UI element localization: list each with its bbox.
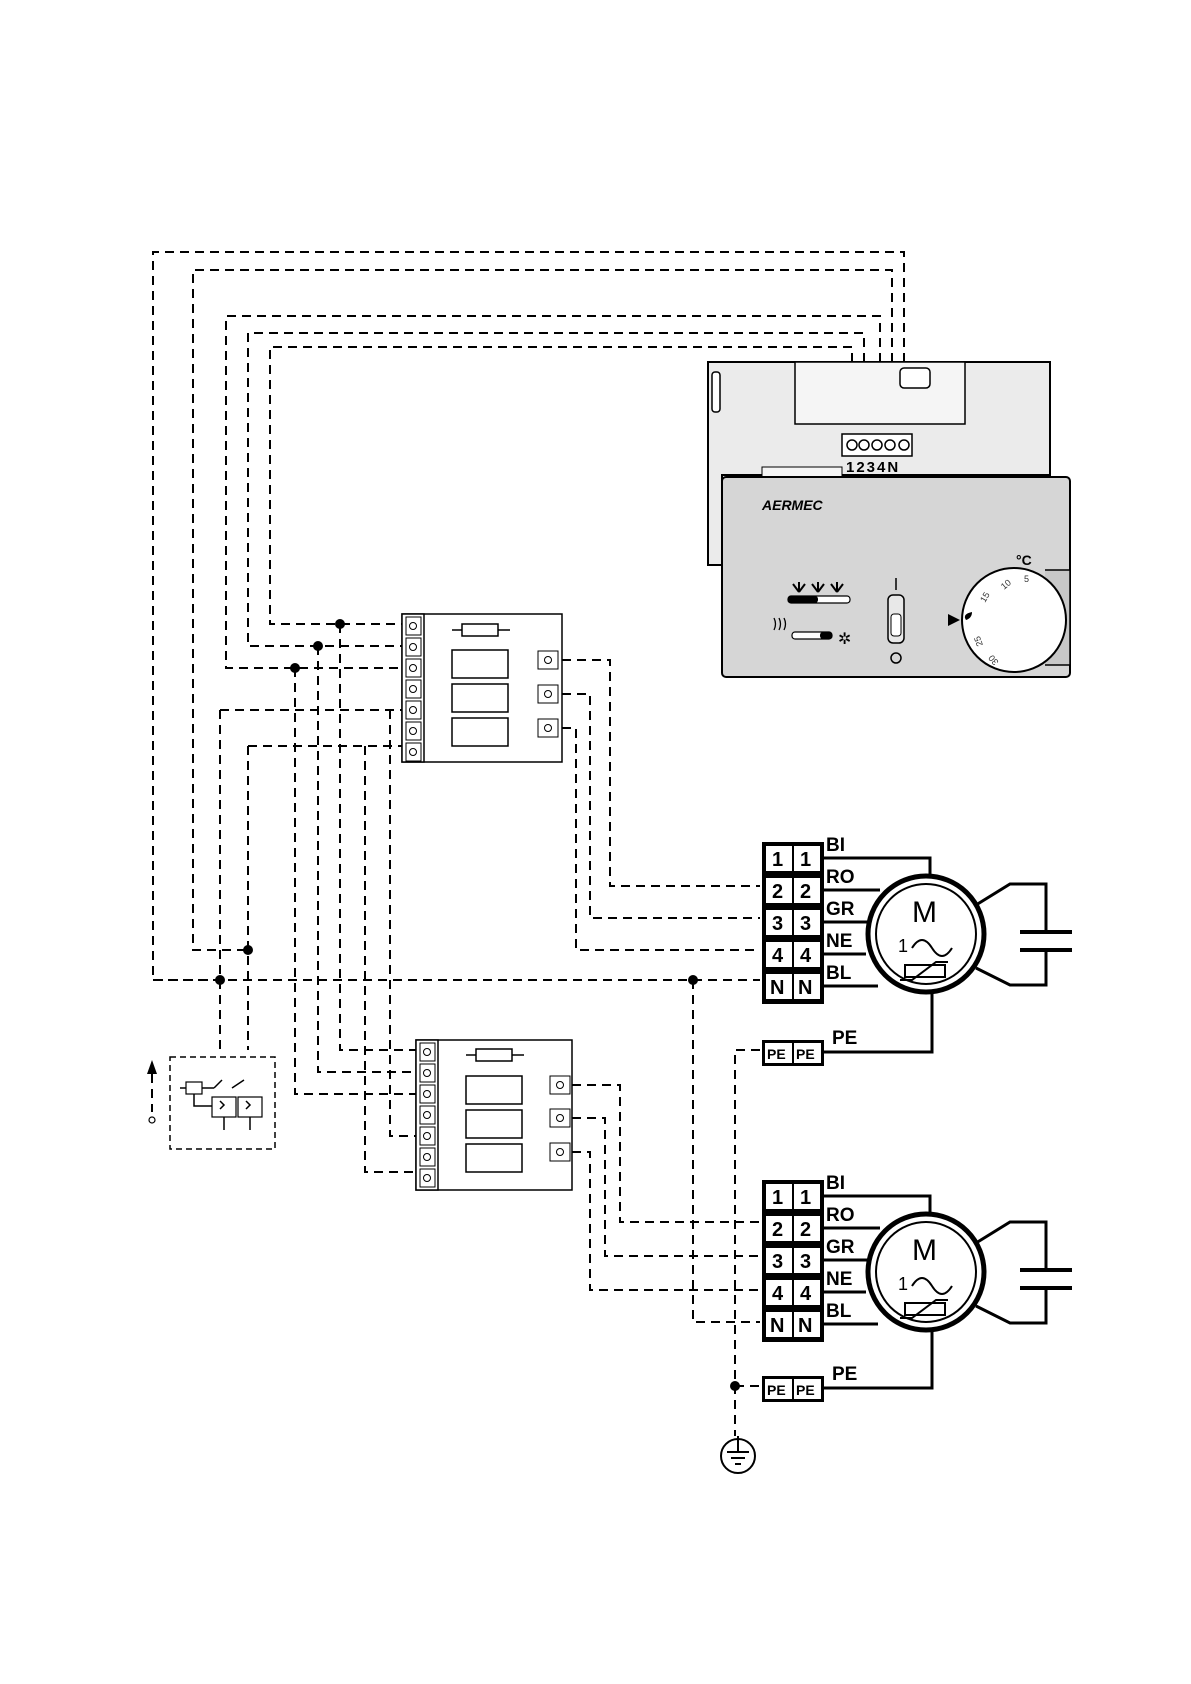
svg-text:4: 4 bbox=[800, 945, 812, 967]
motor-1: 1 1 2 2 3 3 4 4 N N BI RO GR NE BL M 1 bbox=[762, 835, 1072, 1066]
brand-logo: AERMEC bbox=[761, 497, 824, 513]
thermostat-screws bbox=[847, 440, 909, 450]
motor-2: 1 1 2 2 3 3 4 4 N N BI RO GR NE BL M 1 bbox=[762, 1173, 1072, 1402]
earth-ground-icon bbox=[721, 1436, 755, 1473]
svg-text:PE: PE bbox=[796, 1046, 815, 1062]
svg-text:1: 1 bbox=[800, 849, 811, 871]
wire-label-bi: BI bbox=[826, 835, 845, 856]
svg-text:N: N bbox=[798, 977, 812, 999]
pe-label: PE bbox=[832, 1028, 857, 1049]
relay-2 bbox=[452, 684, 508, 712]
wire-label-gr: GR bbox=[826, 899, 855, 920]
svg-text:3: 3 bbox=[800, 1251, 811, 1273]
svg-text:3: 3 bbox=[800, 913, 811, 935]
relay-6 bbox=[466, 1144, 522, 1172]
svg-text:4: 4 bbox=[772, 945, 784, 967]
svg-text:1: 1 bbox=[898, 936, 908, 956]
svg-text:1: 1 bbox=[772, 1187, 783, 1209]
svg-text:PE: PE bbox=[767, 1382, 786, 1398]
supply-arrow-icon bbox=[147, 1060, 157, 1074]
svg-text:1: 1 bbox=[772, 849, 783, 871]
temperature-dial[interactable] bbox=[962, 568, 1066, 672]
svg-text:2: 2 bbox=[772, 881, 783, 903]
thermostat-terminal-labels: 1234N bbox=[846, 459, 900, 476]
thermostat: 1234N AERMEC ✲ °C 5 10 bbox=[708, 362, 1070, 677]
wire-label-ne: NE bbox=[826, 931, 852, 952]
relay-5 bbox=[466, 1110, 522, 1138]
svg-text:N: N bbox=[798, 1315, 812, 1337]
relay-board-lower bbox=[416, 1040, 572, 1190]
cool-icon: ✲ bbox=[838, 631, 851, 648]
relay-3 bbox=[452, 718, 508, 746]
svg-text:1: 1 bbox=[898, 1274, 908, 1294]
motor-1-terminal-block: 1 1 2 2 3 3 4 4 N N bbox=[762, 842, 824, 1004]
pe-label-2: PE bbox=[832, 1364, 857, 1385]
wire-label-ne-2: NE bbox=[826, 1269, 852, 1290]
relay-4 bbox=[466, 1076, 522, 1104]
wire-label-ro-2: RO bbox=[826, 1205, 855, 1226]
svg-text:PE: PE bbox=[767, 1046, 786, 1062]
svg-text:N: N bbox=[770, 1315, 784, 1337]
svg-text:N: N bbox=[770, 977, 784, 999]
svg-text:5: 5 bbox=[1024, 574, 1029, 584]
svg-text:2: 2 bbox=[772, 1219, 783, 1241]
motor-2-terminal-block: 1 1 2 2 3 3 4 4 N N bbox=[762, 1180, 824, 1342]
svg-text:3: 3 bbox=[772, 913, 783, 935]
relay-output-terminals bbox=[538, 651, 558, 737]
wire-label-gr-2: GR bbox=[826, 1237, 855, 1258]
wire-label-ro: RO bbox=[826, 867, 855, 888]
relay-output-terminals-lower bbox=[550, 1076, 570, 1161]
svg-text:PE: PE bbox=[796, 1382, 815, 1398]
svg-text:2: 2 bbox=[800, 881, 811, 903]
relay-board-upper bbox=[402, 614, 562, 762]
circuit-breaker bbox=[147, 1057, 275, 1149]
temperature-unit: °C bbox=[1016, 552, 1032, 568]
svg-text:M: M bbox=[912, 1234, 937, 1267]
relay-input-terminals-lower bbox=[420, 1043, 435, 1187]
svg-text:M: M bbox=[912, 896, 937, 929]
svg-text:4: 4 bbox=[772, 1283, 784, 1305]
svg-text:4: 4 bbox=[800, 1283, 812, 1305]
wire-label-bl: BL bbox=[826, 963, 852, 984]
wire-label-bi-2: BI bbox=[826, 1173, 845, 1194]
wire-label-bl-2: BL bbox=[826, 1301, 852, 1322]
relay-input-terminals bbox=[406, 617, 421, 761]
svg-text:1: 1 bbox=[800, 1187, 811, 1209]
svg-text:2: 2 bbox=[800, 1219, 811, 1241]
svg-text:3: 3 bbox=[772, 1251, 783, 1273]
relay-1 bbox=[452, 650, 508, 678]
